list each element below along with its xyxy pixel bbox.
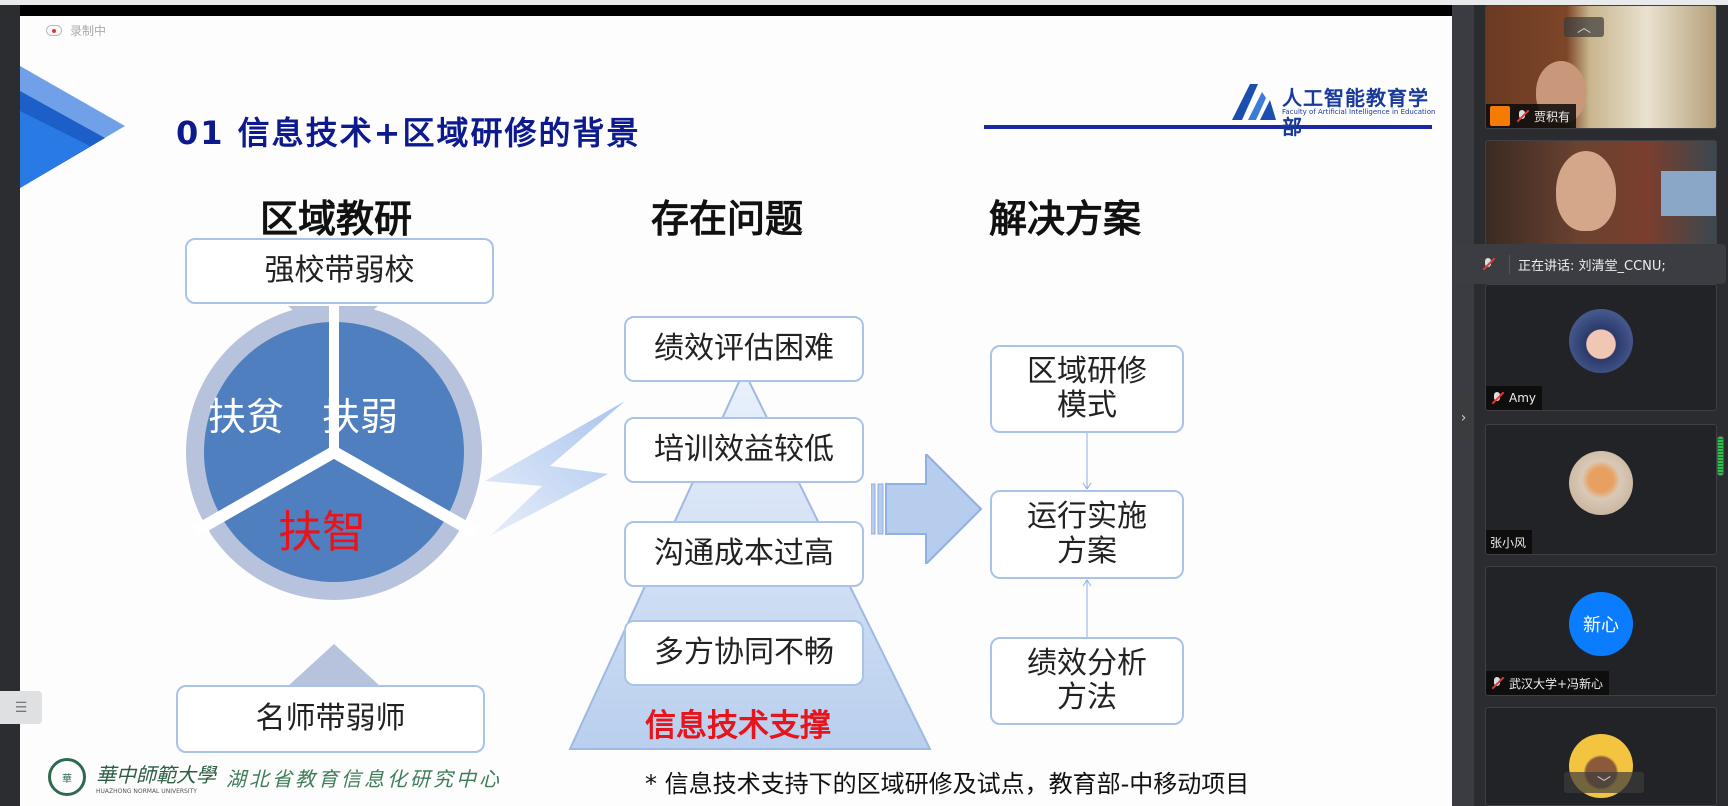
problem-box-4: 多方协同不畅: [624, 620, 864, 686]
participant-avatar: 新心: [1569, 592, 1633, 656]
logo-name-cn: 人工智能教育学部: [1282, 86, 1429, 139]
participant-tile-3[interactable]: Amy: [1485, 284, 1717, 411]
participant-tile-4[interactable]: 张小风: [1485, 424, 1717, 555]
solution-box-3: 绩效分析方法: [990, 637, 1184, 725]
header-problems: 存在问题: [650, 197, 804, 241]
university-footer: 華 華中師範大學 HUAZHONG NORMAL UNIVERSITY 湖北省教…: [48, 758, 502, 796]
participant-avatar: [1569, 309, 1633, 373]
solution-text-3: 绩效分析方法: [1027, 645, 1147, 715]
scroll-down-button[interactable]: ﹀: [1564, 772, 1644, 793]
recording-indicator: 录制中: [46, 22, 106, 39]
speaking-banner: 正在讲话: 刘清堂_CCNU;: [1453, 244, 1726, 284]
solution-text-2: 运行实施方案: [1027, 499, 1147, 569]
logo-name-en: Faculty of Artificial Intelligence in Ed…: [1282, 108, 1436, 116]
it-support-label: 信息技术支撑: [645, 708, 831, 744]
participant-tile-5[interactable]: 新心 武汉大学+冯新心: [1485, 566, 1717, 696]
background-monitor: [1661, 171, 1716, 216]
faculty-logo: 人工智能教育学部 Faculty of Artificial Intellige…: [1232, 82, 1436, 139]
audio-level-meter: [1717, 436, 1724, 476]
slide-title: 01 信息技术+区域研修的背景: [176, 114, 641, 152]
cycle-weak: 扶弱: [322, 395, 399, 439]
recording-label: 录制中: [70, 24, 107, 38]
cloud-record-icon: [46, 25, 62, 36]
corner-triangle-decoration: [20, 66, 125, 188]
share-top-bar: [0, 5, 1452, 16]
participant-name: 武汉大学+冯新心: [1509, 676, 1604, 691]
university-name-en: HUAZHONG NORMAL UNIVERSITY: [96, 788, 197, 795]
participant-nametag: 张小风: [1486, 530, 1533, 554]
video-person: [1556, 151, 1616, 231]
problem-box-2: 培训效益较低: [624, 417, 864, 483]
university-name: 華中師範大學: [96, 763, 216, 787]
header-regional-research: 区域教研: [259, 197, 413, 241]
participant-nametag: Amy: [1486, 386, 1542, 410]
footnote: * 信息技术支持下的区域研修及试点，教育部-中移动项目: [645, 770, 1250, 798]
collapse-sidebar-button[interactable]: ›: [1455, 395, 1472, 440]
participant-name: 贾积有: [1534, 109, 1571, 124]
participant-nametag: 贾积有: [1486, 104, 1577, 128]
left-edge-bar: [0, 5, 20, 806]
solution-text-1: 区域研修模式: [1027, 353, 1147, 423]
lightning-icon: [485, 401, 625, 536]
box-strong-school: 强校带弱校: [185, 238, 494, 304]
cycle-diagram: [186, 306, 482, 686]
cycle-poverty: 扶贫: [208, 395, 285, 439]
solution-box-1: 区域研修模式: [990, 345, 1184, 433]
cycle-intellect: 扶智: [278, 507, 366, 558]
mic-muted-icon: [1481, 257, 1495, 271]
participant-name: Amy: [1509, 391, 1536, 405]
problem-box-3: 沟通成本过高: [624, 521, 864, 587]
toolbar-handle-button[interactable]: ☰: [0, 691, 42, 724]
research-center-name: 湖北省教育信息化研究中心: [226, 766, 502, 791]
participant-avatar: [1569, 451, 1633, 515]
solution-connectors: [1082, 433, 1092, 637]
participant-tile-2[interactable]: [1485, 140, 1717, 250]
solution-box-2: 运行实施方案: [990, 490, 1184, 579]
box-famous-teacher: 名师带弱师: [176, 685, 485, 753]
problem-box-1: 绩效评估困难: [624, 316, 864, 382]
university-seal-icon: 華: [48, 758, 86, 796]
participant-name: 张小风: [1490, 535, 1527, 550]
participant-nametag: 武汉大学+冯新心: [1486, 671, 1610, 695]
ai-logo-icon: [1232, 84, 1276, 120]
mic-muted-icon: [1490, 676, 1504, 690]
shared-slide: 录制中 01 信息技术+区域研修的背景 人工智能教育学部 Faculty of …: [20, 16, 1452, 806]
speaking-text: 正在讲话: 刘清堂_CCNU;: [1509, 254, 1666, 274]
mic-muted-icon: [1515, 109, 1529, 123]
right-arrow-icon: [871, 454, 983, 564]
window-top-strip: [0, 0, 1728, 5]
mic-muted-icon: [1490, 391, 1504, 405]
user-icon: [1490, 106, 1510, 126]
header-solutions: 解决方案: [988, 197, 1142, 241]
title-rule: [984, 125, 1432, 129]
scroll-up-button[interactable]: ︿: [1564, 17, 1604, 37]
bottom-arrow-shape: [288, 644, 380, 686]
